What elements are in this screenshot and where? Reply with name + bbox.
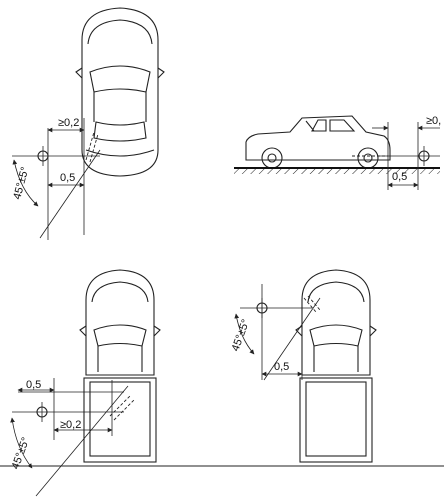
offset-label-bottom-right: 0,5: [274, 361, 289, 373]
offset-label-bottom-left: 0,5: [26, 379, 41, 391]
lamp-zone-bottom-right: 0,5 45°±5°: [230, 284, 321, 381]
offset-label-top-left: 0,5: [60, 172, 75, 184]
lamp-zone-side: ≥0, 0,5: [352, 115, 441, 190]
pickup-top-view-left: [79, 269, 161, 463]
clearance-label-side: ≥0,: [426, 115, 441, 127]
pickup-top-view-right: [295, 269, 377, 463]
clearance-label-bottom-left: ≥0,2: [60, 419, 81, 431]
sedan-side-view: [234, 115, 440, 174]
offset-label-side: 0,5: [392, 171, 407, 183]
lamp-zone-top-left: ≥0,2 0,5 45°±5°: [11, 117, 101, 240]
lamp-zone-bottom-left: 0,5 ≥0,2 45°±5°: [10, 378, 135, 497]
clearance-label-top-left: ≥0,2: [58, 117, 79, 129]
sedan-top-view: [75, 7, 165, 177]
